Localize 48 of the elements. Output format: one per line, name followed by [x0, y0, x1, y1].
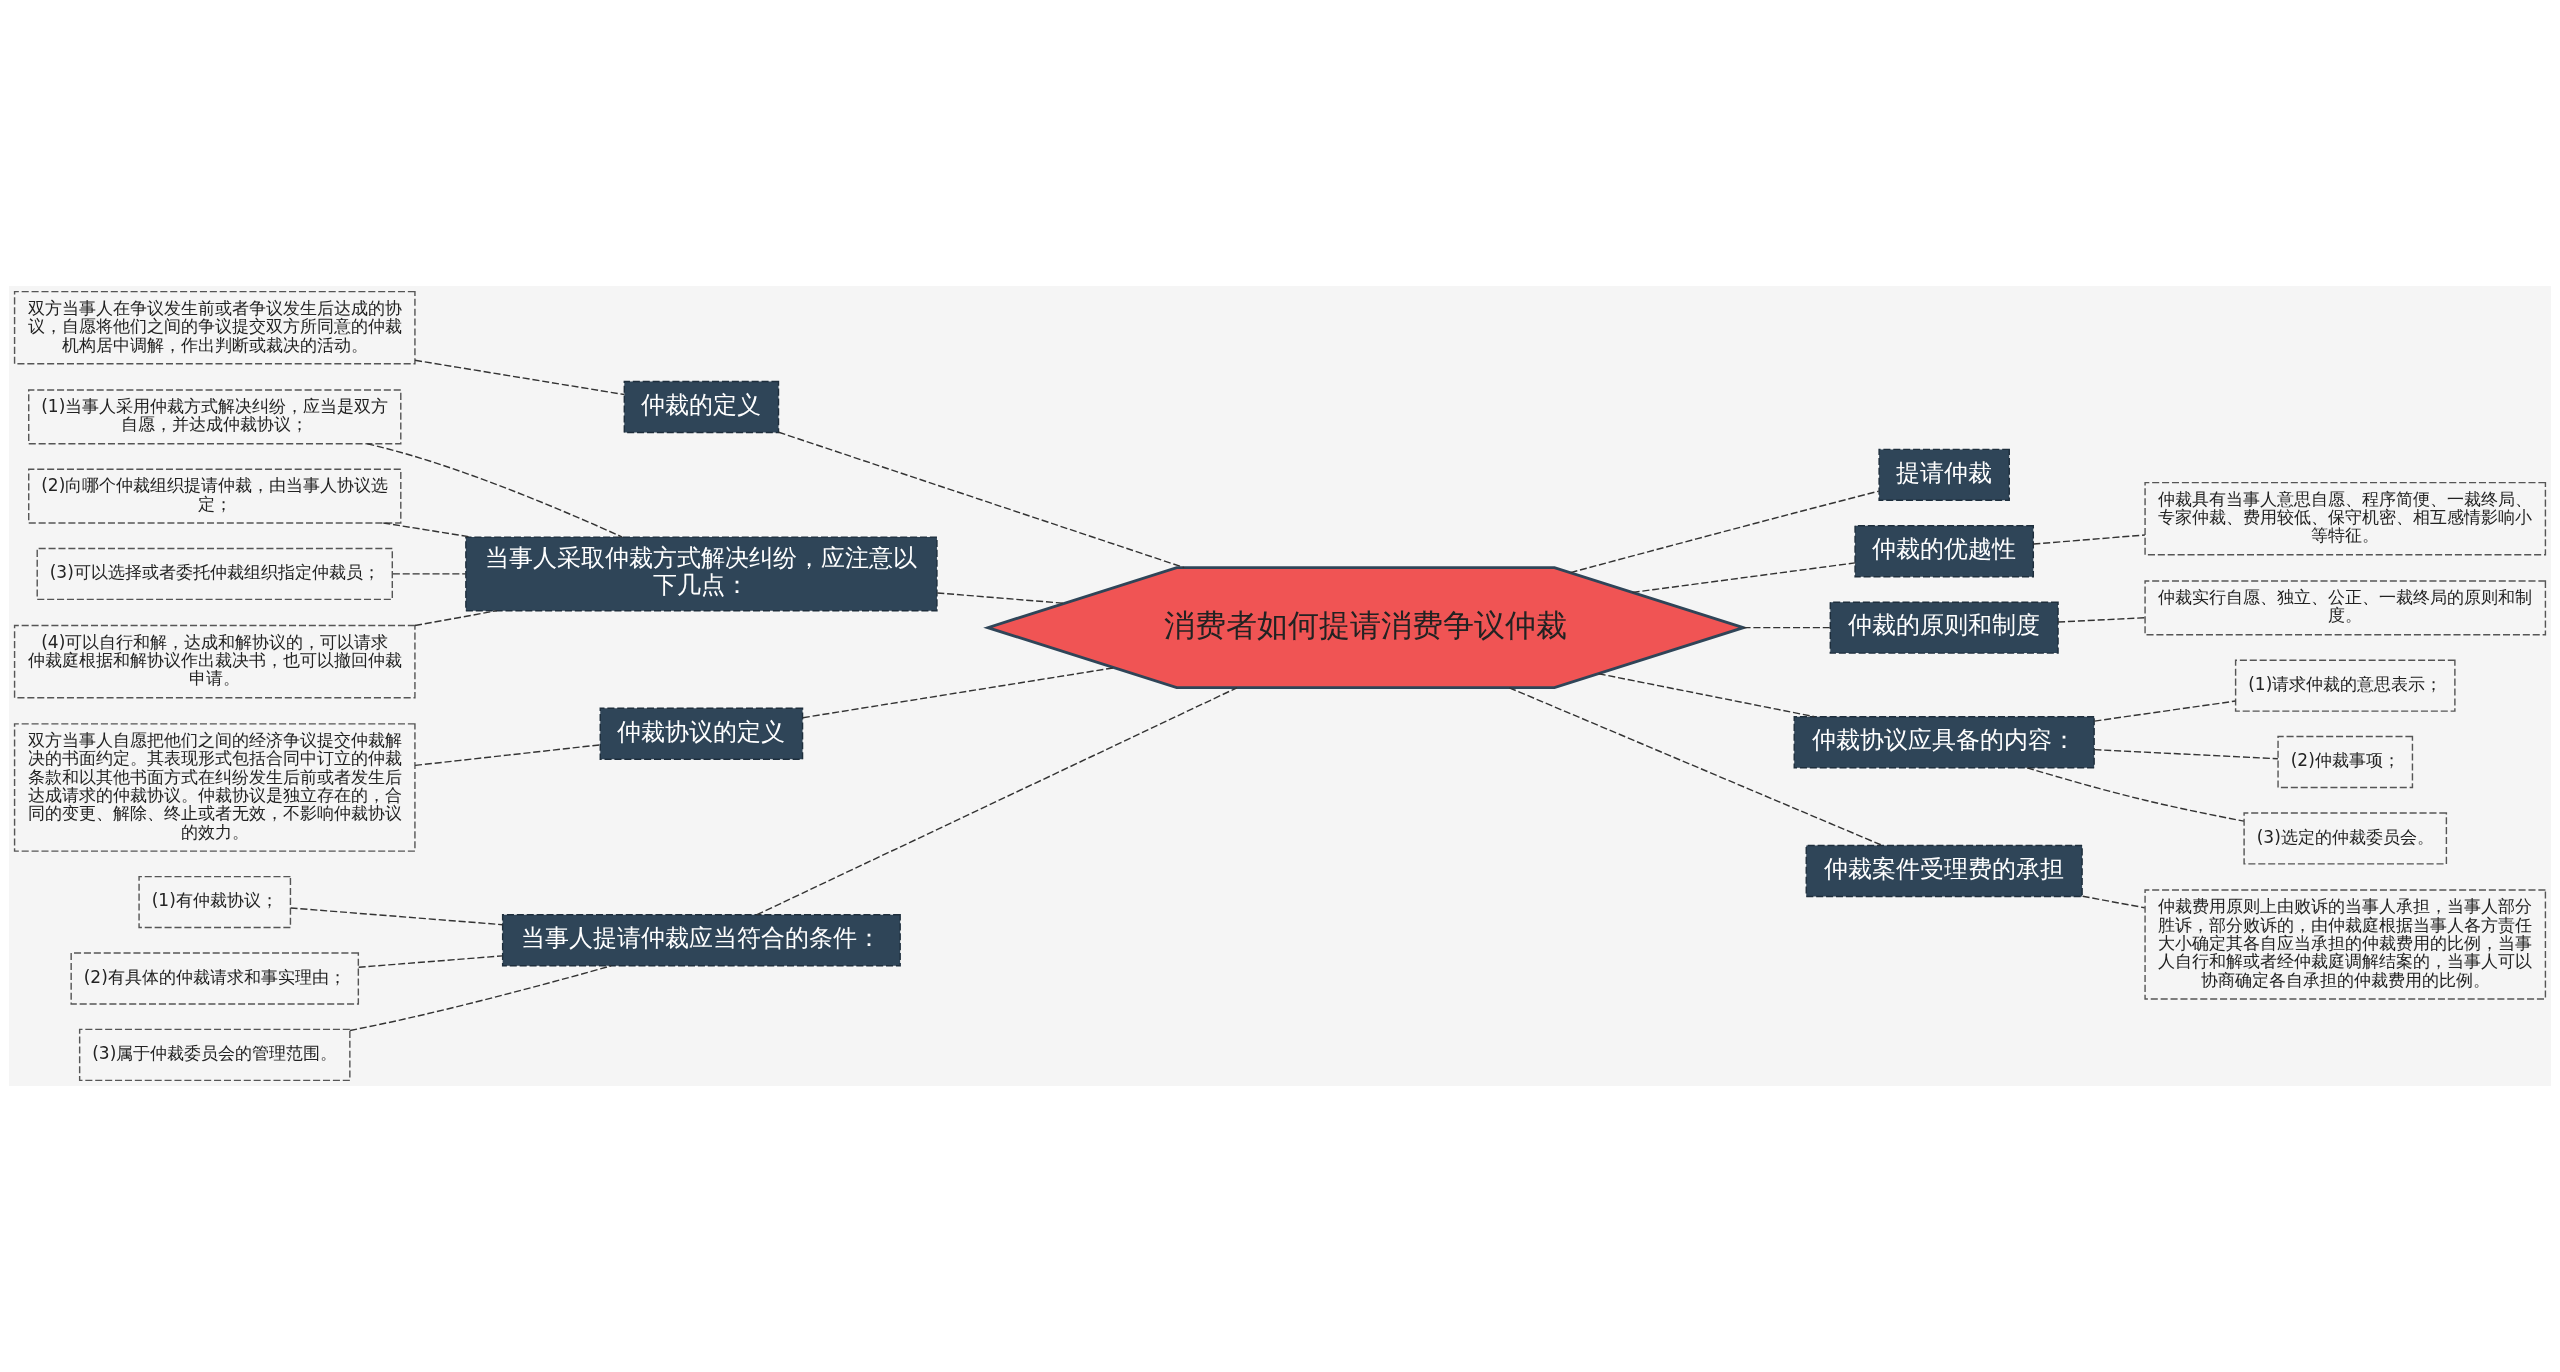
node-box: 双方当事人在争议发生前或者争议发生后达成的协议，自愿将他们之间的争议提交双方所同意的仲裁机构居中调解，作出判断或裁决的活动。	[13, 290, 416, 365]
connector	[2032, 534, 2146, 545]
connector	[2057, 617, 2146, 623]
connector	[414, 744, 601, 767]
node-box: 仲裁协议的定义	[599, 707, 804, 760]
node-box: 当事人采取仲裁方式解决纠纷，应注意以下几点：	[465, 536, 938, 612]
node-box: 仲裁的定义	[623, 380, 780, 434]
node-box: (1)当事人采用仲裁方式解决纠纷，应当是双方自愿，并达成仲裁协议；	[28, 389, 402, 445]
connector	[2081, 895, 2146, 909]
node-box: 仲裁具有当事人意思自愿、程序简便、一裁终局、专家仲裁、费用较低、保守机密、相互感情影响小等特征。	[2144, 481, 2547, 556]
connector	[802, 667, 1115, 719]
node-box: (2)仲裁事项；	[2277, 735, 2414, 789]
node-box: 仲裁费用原则上由败诉的当事人承担，当事人部分胜诉，部分败诉的，由仲裁庭根据当事人各方责任大小确定其各自应当承担的仲裁费用的比例，当事人自行和解或者经仲裁庭调解结案的，当事人可以协商确定各自承担的仲裁费用的比例。	[2144, 889, 2547, 1000]
connector	[2026, 767, 2245, 822]
node-box: (3)属于仲裁委员会的管理范围。	[78, 1028, 351, 1082]
connector	[358, 955, 504, 968]
node-box: (4)可以自行和解，达成和解协议的，可以请求仲裁庭根据和解协议作出裁决书，也可以撤回仲裁申请。	[13, 624, 416, 699]
connector	[2093, 748, 2279, 760]
connector	[366, 443, 623, 538]
connector	[414, 610, 498, 627]
connector	[1631, 562, 1856, 594]
node-box: (2)有具体的仲裁请求和事实理由；	[70, 952, 360, 1005]
node-box: (3)选定的仲裁委员会。	[2243, 812, 2448, 865]
node-box: (1)请求仲裁的意思表示；	[2234, 659, 2456, 712]
connector	[382, 522, 472, 538]
connector	[2093, 700, 2237, 722]
connector	[1598, 673, 1816, 718]
connector	[1569, 490, 1880, 574]
connector	[778, 431, 1185, 569]
connector	[414, 359, 625, 396]
node-box: 仲裁案件受理费的承担	[1805, 844, 2083, 898]
node-box: (1)有仲裁协议；	[138, 875, 292, 929]
node-box: 当事人提请仲裁应当符合的条件：	[501, 914, 901, 967]
node-box: 仲裁的原则和制度	[1829, 601, 2059, 654]
node-box: (2)向哪个仲裁组织提请仲裁，由当事人协议选定；	[28, 468, 402, 524]
connector	[392, 573, 467, 575]
connector	[349, 965, 612, 1032]
node-box: 双方当事人自愿把他们之间的经济争议提交仲裁解决的书面约定。其表现形式包括合同中订立的仲裁条款和以其他书面方式在纠纷发生后前或者发生后达成请求的仲裁协议。仲裁协议是独立存在的，合同的变更、解除、终止或者无效，不影响仲裁协议的效力。	[13, 723, 416, 852]
connector	[756, 687, 1238, 916]
connector	[1508, 687, 1883, 847]
node-box: 提请仲裁	[1878, 448, 2010, 502]
connector	[936, 592, 1065, 604]
connector	[1742, 626, 1831, 629]
connector	[290, 907, 504, 926]
node-box: (3)可以选择或者委托仲裁组织指定仲裁员；	[36, 547, 393, 601]
node-box: 仲裁协议应具备的内容：	[1793, 716, 2095, 769]
node-box: 仲裁实行自愿、独立、公正、一裁终局的原则和制度。	[2144, 580, 2547, 636]
node-box: 仲裁的优越性	[1854, 525, 2034, 578]
